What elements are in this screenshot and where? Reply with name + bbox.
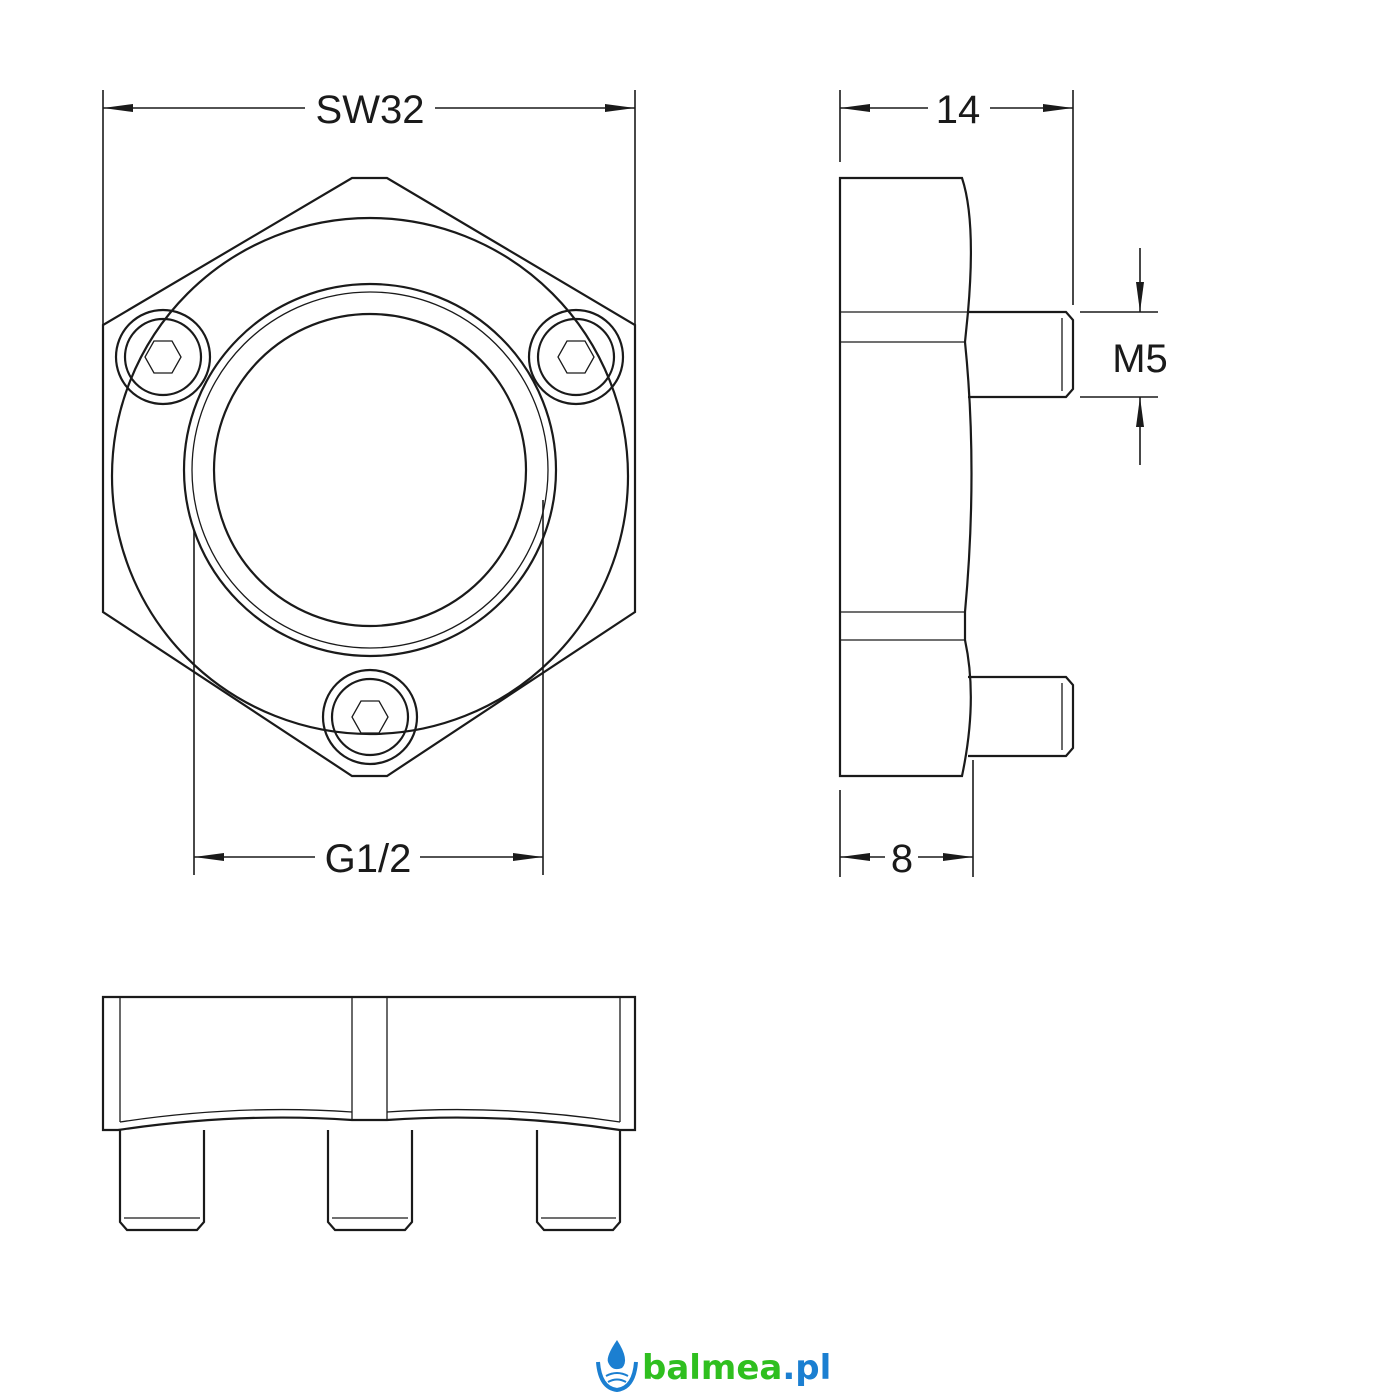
logo-tld: .pl (782, 1348, 832, 1388)
dim-8-label: 8 (891, 837, 913, 881)
bolt-bottom (321, 668, 419, 766)
side-view: 14 8 M5 (838, 88, 1168, 881)
logo-name: balmea (642, 1348, 783, 1388)
balmea-logo: balmea.pl (642, 1348, 831, 1388)
balmea-logo-icon (596, 1340, 638, 1393)
bolt-top-left (114, 308, 212, 406)
front-view: SW32 G1/2 (101, 88, 637, 881)
dim-m5-label: M5 (1112, 337, 1168, 381)
dim-sw32-label: SW32 (316, 88, 425, 132)
bolt-top-right (527, 308, 625, 406)
dim-g12-label: G1/2 (325, 837, 412, 881)
bottom-view (101, 995, 637, 1232)
dim-14-label: 14 (936, 88, 981, 132)
